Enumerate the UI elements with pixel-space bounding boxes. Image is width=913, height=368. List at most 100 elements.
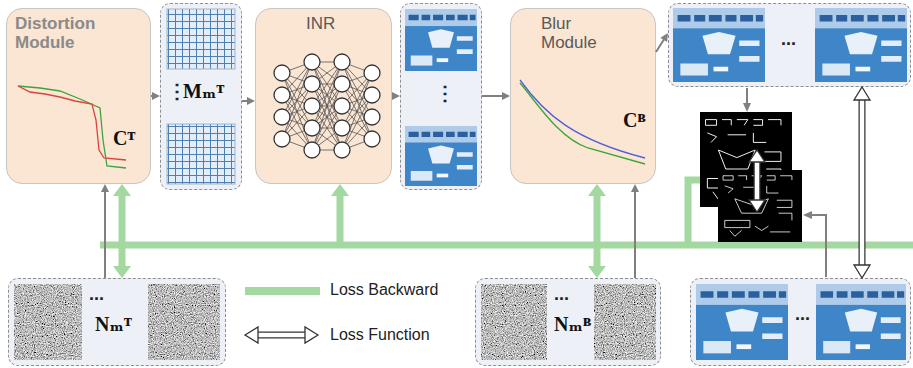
flow-arrow: [151, 92, 160, 100]
network-neuron: [334, 142, 350, 158]
text-holder: Blur Module: [541, 15, 611, 52]
network-neuron: [274, 131, 290, 147]
neural-network-icon: [274, 54, 380, 158]
legend-label: Loss Function: [330, 326, 430, 344]
arrow-outline: [859, 97, 866, 267]
ellipsis-mark: ...: [554, 285, 569, 305]
ellipsis-mark: ⋮: [435, 82, 455, 104]
network-neuron: [304, 98, 320, 114]
green-curve: [18, 86, 126, 168]
blur-curve-plot: [520, 80, 645, 164]
network-link: [312, 84, 342, 150]
module-box: Distortion ModuleCᵀ: [6, 8, 151, 184]
math-symbol: Cᴮ: [623, 109, 645, 131]
network-neuron: [334, 98, 350, 114]
frame-image: [405, 9, 477, 71]
frame-image: [815, 8, 907, 82]
green-head: [113, 184, 131, 196]
grey-arrows: [743, 88, 826, 277]
arrow-head: [245, 327, 258, 343]
arrow-head: [392, 92, 400, 100]
arrow-head: [247, 97, 255, 105]
network-neuron: [364, 65, 380, 81]
grey-line: [746, 88, 748, 104]
text-holder: ...: [89, 285, 104, 305]
arrow-head: [502, 92, 510, 100]
frame-images: [405, 9, 477, 186]
arrow-outline: [754, 160, 761, 202]
text-holder: Distortion Module: [15, 15, 115, 52]
loss-arrow: [854, 87, 870, 278]
network-neuron: [274, 87, 290, 103]
text-holder: Nₘᵀ: [95, 313, 132, 335]
network-neuron: [304, 120, 320, 136]
text-holder: INR: [306, 15, 335, 34]
flow-arrow: [101, 184, 109, 278]
legend-samples: [245, 287, 320, 343]
frame-image: [696, 284, 788, 360]
text-holder: ...: [781, 30, 796, 50]
green-head: [588, 266, 606, 278]
network-link: [312, 62, 342, 128]
network-neuron: [334, 120, 350, 136]
arrow-fill: [755, 160, 760, 202]
arrow-fill: [256, 333, 307, 338]
math-symbol: Nₘᴮ: [554, 313, 591, 335]
flow-arrow: [482, 92, 510, 100]
arrow-line: [634, 190, 636, 278]
noise-images: [14, 284, 656, 360]
network-neuron: [304, 54, 320, 70]
network-neuron: [364, 109, 380, 125]
network-neuron: [274, 65, 290, 81]
edge-loss-arrow: [749, 150, 765, 212]
text-holder: Mₘᵀ: [183, 80, 224, 102]
green-head: [113, 266, 131, 278]
arrow-line: [656, 38, 665, 52]
flow-arrow: [242, 97, 255, 105]
green-bar-sample: [245, 287, 320, 295]
noise-image: [148, 284, 220, 360]
frame-image: [673, 8, 765, 82]
output-images: [673, 8, 907, 360]
legend-entry: Loss Function: [330, 326, 430, 344]
text-holder: Nₘᴮ: [554, 313, 591, 335]
arrow-head: [305, 327, 318, 343]
network-neuron: [334, 76, 350, 92]
arrow-outline: [256, 332, 307, 339]
math-symbol: Cᵀ: [113, 127, 135, 149]
distortion-curve-plot: [18, 86, 126, 168]
frame-image: [405, 126, 477, 186]
arrow-fill: [860, 97, 865, 267]
green-head: [588, 184, 606, 196]
text-holder: ⋮: [435, 82, 455, 104]
edge-maps: [700, 112, 802, 242]
text-holder: Cᵀ: [113, 127, 135, 149]
flow-arrow: [392, 92, 400, 100]
network-neuron: [334, 54, 350, 70]
arrow-line: [482, 95, 504, 97]
ellipsis-mark: ...: [781, 30, 796, 50]
warp-grid: [167, 124, 235, 184]
frame-image: [816, 284, 906, 360]
green-curve: [520, 83, 645, 164]
legend-entry: Loss Backward: [330, 281, 439, 299]
grid-images: [167, 9, 235, 184]
module-title: Blur Module: [541, 15, 611, 52]
grey-head: [803, 211, 812, 219]
network-neuron: [304, 142, 320, 158]
arrow-head: [631, 184, 639, 192]
network-neuron: [364, 87, 380, 103]
text-holder: Cᴮ: [623, 109, 645, 131]
network-neuron: [364, 131, 380, 147]
network-neuron: [274, 109, 290, 125]
ellipsis-mark: ...: [89, 285, 104, 305]
arrow-head: [854, 265, 870, 278]
arrow-head: [660, 33, 668, 42]
math-symbol: Nₘᵀ: [95, 313, 132, 335]
arrow-head: [854, 87, 870, 100]
network-neuron: [304, 76, 320, 92]
module-title: Distortion Module: [15, 15, 115, 52]
grey-line: [811, 215, 826, 277]
